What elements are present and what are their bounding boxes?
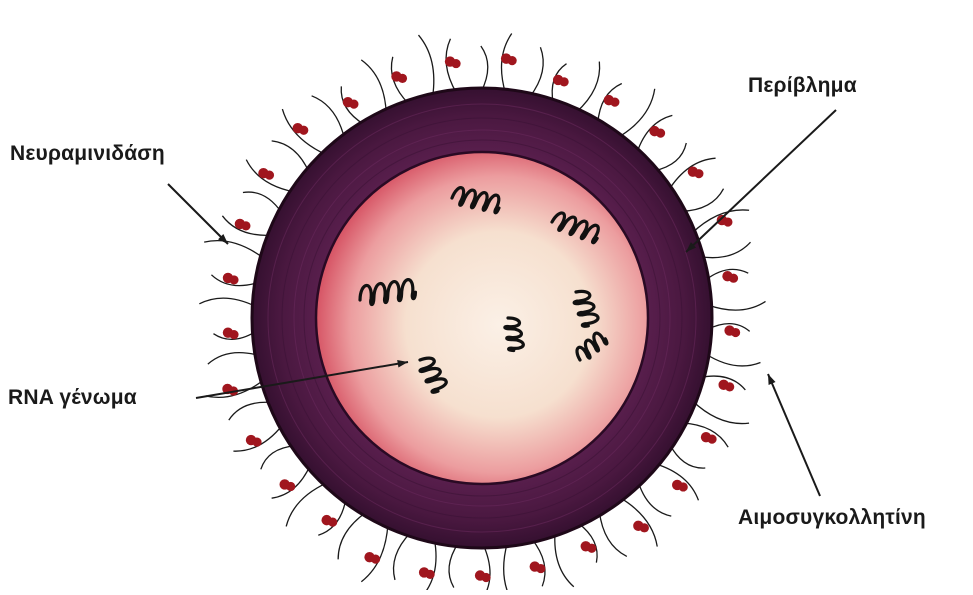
spike-strand: [208, 353, 259, 365]
spike-head: [229, 330, 238, 339]
spike-head: [729, 274, 738, 283]
label-rna-genome: RNA γένωμα: [8, 386, 137, 410]
spike-strand: [599, 511, 627, 556]
label-neuraminidase: Νευραμινιδάση: [10, 142, 165, 166]
spike-head: [398, 74, 407, 83]
spike-strand: [418, 35, 433, 97]
spike-head: [241, 221, 250, 230]
spike-strand: [654, 143, 687, 171]
spike-head: [299, 126, 308, 135]
spike-strand: [272, 141, 309, 173]
spike-strand: [530, 47, 544, 97]
label-arrow: [686, 110, 836, 252]
spike-strand: [422, 539, 436, 590]
spike-strand: [312, 96, 345, 139]
spike-head: [229, 275, 238, 284]
spike-strand: [204, 241, 264, 259]
spike-head: [349, 100, 358, 109]
spike-head: [679, 482, 688, 491]
spike-head: [707, 435, 716, 444]
spike-head: [252, 437, 261, 446]
label-arrow: [768, 374, 820, 496]
spike-head: [328, 518, 337, 527]
spike-head: [610, 98, 619, 107]
spike-strand: [394, 532, 411, 579]
spike-strand: [692, 401, 749, 424]
spike-strand: [504, 543, 515, 590]
spike-head: [587, 544, 596, 553]
spike-strand: [449, 543, 459, 588]
spike-strand: [555, 532, 574, 587]
spike-strand: [481, 46, 488, 92]
spike-strand: [705, 354, 760, 366]
spike-strand: [361, 60, 386, 113]
spike-head: [536, 564, 545, 573]
spike-strand: [243, 192, 282, 213]
label-envelope: Περίβλημα: [748, 74, 857, 98]
spike-strand: [361, 524, 388, 582]
spike-head: [723, 217, 732, 226]
spike-head: [560, 77, 569, 86]
spike-head: [508, 56, 517, 65]
spike-strand: [338, 512, 366, 559]
spike-strand: [261, 446, 296, 470]
spike-head: [371, 555, 380, 564]
spike-strand: [700, 242, 751, 257]
spike-strand: [670, 444, 706, 468]
spike-head: [725, 382, 734, 391]
spike-head: [451, 59, 460, 68]
spike-head: [731, 328, 740, 337]
spike-head: [640, 523, 649, 532]
spike-head: [286, 482, 295, 491]
spike-strand: [318, 498, 346, 535]
spike-strand: [708, 301, 766, 310]
spike-head: [694, 169, 703, 178]
spike-strand: [681, 189, 723, 212]
spike-strand: [229, 402, 273, 420]
spike-strand: [199, 298, 256, 307]
spike-strand: [638, 481, 671, 516]
spike-head: [656, 129, 665, 138]
label-arrow: [168, 184, 228, 244]
spike-head: [265, 171, 274, 180]
spike-head: [481, 573, 490, 582]
spike-strand: [576, 62, 600, 113]
spike-strand: [483, 544, 490, 590]
spike-strand: [272, 465, 311, 498]
label-hemagglutinin: Αιμοσυγκολλητίνη: [738, 506, 926, 530]
spike-head: [426, 570, 435, 579]
